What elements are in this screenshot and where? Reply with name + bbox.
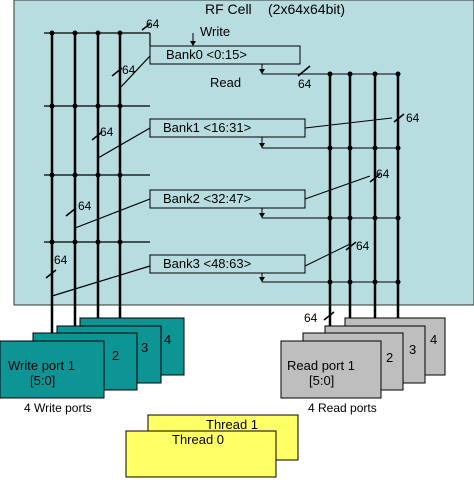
write-arrow-head: [190, 41, 196, 46]
width-label-5: 64: [54, 253, 68, 267]
read-ports-caption: 4 Read ports: [308, 401, 377, 415]
read-port-1: [280, 340, 382, 399]
write-port-4-number: 4: [164, 332, 171, 347]
thread-1-label: Thread 1: [206, 417, 258, 432]
thread-stack: Thread 1 Thread 0: [125, 414, 299, 478]
bank-1: Bank1 <16:31>: [149, 118, 306, 138]
bank-3: Bank3 <48:63>: [149, 254, 306, 274]
read-port-1-label: Read port 1: [287, 358, 355, 373]
read-port-2-number: 2: [386, 350, 393, 365]
bank-3-label: Bank3 <48:63>: [163, 256, 251, 271]
write-port-1-label: Write port 1: [8, 358, 75, 373]
write-junction-dots: [49, 30, 123, 245]
bank-2-label: Bank2 <32:47>: [163, 191, 251, 206]
width-label-8: 64: [376, 167, 390, 181]
bank-1-label: Bank1 <16:31>: [163, 120, 251, 135]
thread-0-label: Thread 0: [172, 432, 224, 447]
width-label-4: 64: [78, 199, 92, 213]
read-port-3-number: 3: [409, 342, 416, 357]
width-label-6: 64: [298, 77, 312, 91]
write-ports-caption: 4 Write ports: [24, 401, 92, 415]
rf-cell-title: RF Cell: [205, 1, 252, 17]
read-arrow-heads: [259, 69, 265, 282]
read-port-4-number: 4: [430, 332, 437, 347]
width-label-2: 64: [122, 63, 136, 77]
write-ports-stack: 4 3 2 Write port 1 [5:0]: [0, 317, 185, 399]
bus-width-ticks: [45, 23, 405, 321]
write-port-1-bits: [5:0]: [30, 373, 55, 388]
width-label-1: 64: [146, 17, 160, 31]
width-label-3: 64: [100, 125, 114, 139]
width-label-10: 64: [304, 311, 318, 325]
read-ports-stack: 4 3 2 Read port 1 [5:0]: [280, 317, 446, 399]
write-bus-lines: [50, 33, 122, 340]
width-label-9: 64: [356, 239, 370, 253]
write-port-3-number: 3: [141, 340, 148, 355]
rf-cell-subtitle: (2x64x64bit): [268, 1, 345, 17]
bus-width-labels: 64 64 64 64 64 64 64 64 64 64: [54, 17, 420, 325]
width-label-7: 64: [406, 111, 420, 125]
bank-0-label: Bank0 <0:15>: [166, 47, 247, 62]
read-junction-dots: [327, 71, 401, 285]
read-label: Read: [210, 75, 241, 90]
write-label: Write: [200, 24, 230, 39]
bank-0: Bank0 <0:15>: [149, 45, 301, 65]
read-port-1-bits: [5:0]: [309, 373, 334, 388]
write-port-2-number: 2: [112, 348, 119, 363]
write-port-1: [0, 340, 105, 399]
bank-2: Bank2 <32:47>: [149, 189, 306, 209]
thread-0-box: [125, 430, 277, 478]
